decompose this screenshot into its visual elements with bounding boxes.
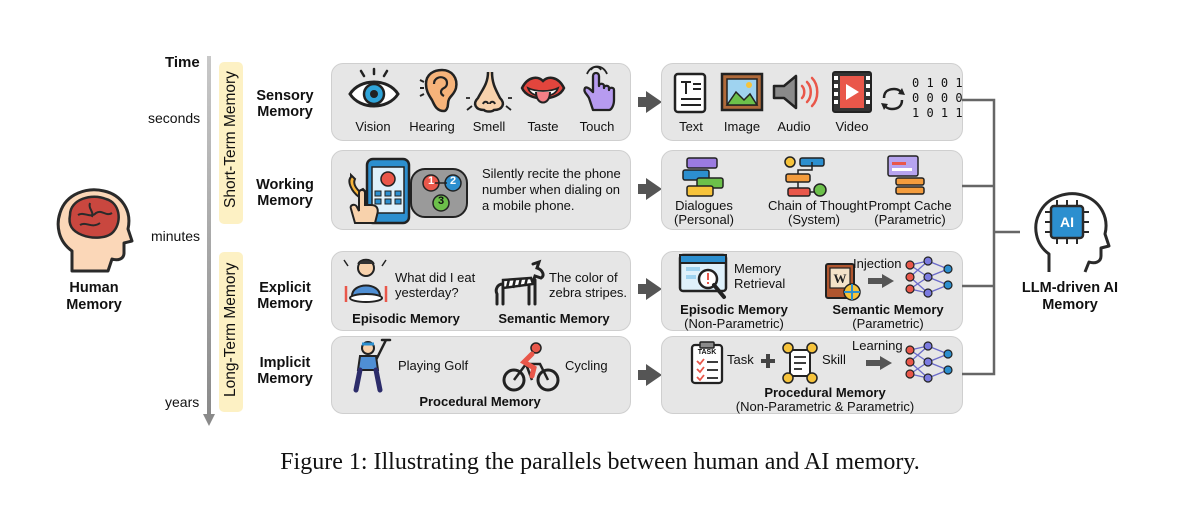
ai-memory-label-line1: LLM-driven AI (1021, 280, 1119, 296)
ai-episodic-memory-sub: (Non-Parametric) (684, 316, 784, 331)
task-label: Task (727, 352, 754, 367)
chain-of-thought-label: Chain of Thought (System) (768, 198, 868, 227)
episodic-human-text: What did I eat yesterday? (395, 270, 476, 300)
ai-brain-chip-icon: AI (1034, 192, 1111, 273)
time-axis-arrow (203, 56, 215, 426)
prompt-cache-icon (887, 155, 925, 195)
cycling-label: Cycling (565, 358, 608, 373)
retrieval-screen-icon (678, 253, 728, 299)
neural-network-learning-icon (905, 341, 953, 383)
time-label-seconds: seconds (148, 110, 201, 126)
human-memory-label-line2: Memory (66, 297, 122, 313)
figure-caption: Figure 1: Illustrating the parallels bet… (280, 449, 920, 475)
ai-bracket-connector (962, 98, 1020, 376)
ai-episodic-memory-label: Episodic Memory (680, 302, 788, 317)
human-implicit-panel (331, 336, 631, 414)
ai-procedural-memory-label: Procedural Memory (764, 385, 886, 400)
long-term-memory-label: Long-Term Memory (222, 262, 239, 397)
hearing-label: Hearing (409, 119, 455, 134)
short-term-section-bar (219, 62, 243, 224)
touch-label: Touch (579, 119, 615, 134)
svg-text:AI: AI (1060, 214, 1074, 230)
injection-arrow-icon (868, 274, 894, 288)
mouth-icon (520, 76, 566, 104)
eye-icon (348, 67, 400, 108)
sensory-memory-title: Sensory Memory (256, 88, 314, 120)
speaker-audio-icon (772, 74, 819, 110)
ear-icon (419, 68, 458, 113)
time-axis-title: Time (165, 54, 200, 71)
short-term-memory-label: Short-Term Memory (222, 71, 239, 208)
video-label: Video (835, 119, 869, 134)
procedural-memory-human-label: Procedural Memory (419, 394, 541, 409)
task-icon-text: TASK (697, 349, 717, 356)
image-label: Image (723, 119, 761, 134)
image-frame-icon (720, 72, 764, 112)
ai-semantic-memory-sub: (Parametric) (852, 316, 924, 331)
text-document-icon (673, 72, 707, 114)
semantic-memory-human-label: Semantic Memory (498, 311, 610, 326)
semantic-human-text: The color of zebra stripes. (549, 270, 628, 300)
phone-step-3: 3 (437, 195, 445, 207)
human-brain-icon (56, 188, 134, 273)
ai-procedural-memory-sub: (Non-Parametric & Parametric) (735, 399, 915, 414)
prompt-cache-label: Prompt Cache (Parametric) (868, 198, 952, 227)
injection-label: Injection (853, 256, 902, 271)
human-explicit-panel (331, 251, 631, 331)
human-memory-label-line1: Human (69, 280, 119, 296)
explicit-memory-title: Explicit Memory (257, 280, 313, 312)
binary-code: 0 1 0 1 0 0 0 0 1 0 1 1 (912, 76, 963, 120)
audio-label: Audio (777, 119, 811, 134)
video-film-icon (832, 71, 872, 113)
implicit-memory-title: Implicit Memory (257, 355, 313, 387)
skill-label: Skill (822, 352, 846, 367)
playing-golf-label: Playing Golf (398, 358, 469, 373)
phone-dialing-icon (348, 157, 468, 225)
convert-arrows-icon (881, 87, 905, 111)
ai-memory-label-line2: Memory (1042, 297, 1098, 313)
taste-label: Taste (527, 119, 559, 134)
cyclist-icon (502, 342, 560, 392)
memory-retrieval-label: Memory Retrieval (734, 261, 786, 291)
hand-touch-icon (583, 65, 616, 112)
skill-gears-icon (782, 342, 818, 384)
episodic-memory-human-label: Episodic Memory (352, 311, 460, 326)
plus-icon (761, 354, 775, 368)
ai-semantic-memory-label: Semantic Memory (832, 302, 944, 317)
person-eating-icon (343, 258, 388, 303)
dialogues-label: Dialogues (Personal) (674, 198, 734, 227)
zebra-icon (494, 259, 545, 306)
smell-label: Smell (472, 119, 506, 134)
chain-of-thought-icon (784, 156, 827, 197)
working-memory-title: Working Memory (256, 177, 314, 209)
working-human-text: Silently recite the phone number when di… (482, 166, 621, 213)
phone-step-1: 1 (427, 175, 435, 187)
long-term-section-bar (219, 252, 243, 412)
knowledge-book-icon: W (825, 263, 861, 301)
neural-network-icon (905, 256, 953, 298)
dialogue-bubbles-icon (682, 157, 724, 197)
svg-text:W: W (834, 271, 847, 286)
time-label-years: years (165, 394, 200, 410)
task-clipboard-icon (690, 341, 724, 385)
phone-step-2: 2 (449, 175, 457, 187)
text-label: Text (679, 119, 703, 134)
learning-arrow-icon (866, 356, 892, 370)
ai-sensory-panel (661, 63, 963, 141)
golfer-icon (353, 338, 392, 393)
vision-label: Vision (355, 119, 391, 134)
time-label-minutes: minutes (151, 228, 201, 244)
nose-icon (466, 71, 512, 113)
learning-label: Learning (852, 338, 903, 353)
